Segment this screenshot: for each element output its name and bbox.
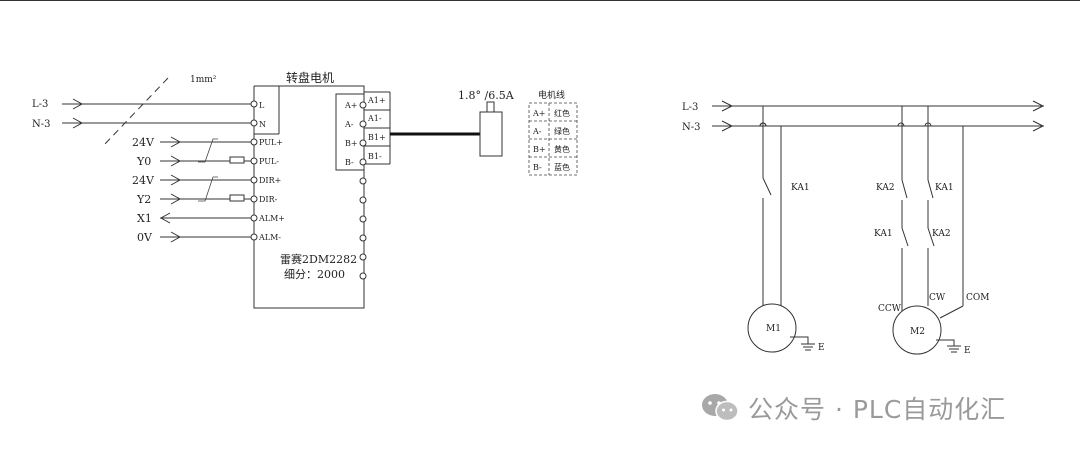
signal-label-0v: 0V (137, 231, 153, 244)
motor-terminal-b1-plus: B1+ (368, 133, 386, 142)
terminal-label-pul-plus: PUL+ (259, 138, 283, 147)
input-label-n3: N-3 (32, 119, 51, 130)
motor-terminal-a1-minus: A1- (367, 114, 382, 123)
output-label-b-plus: B+ (345, 139, 358, 148)
cable-row-1-terminal: A+ (532, 109, 545, 118)
cable-row-3-terminal: B+ (533, 145, 546, 154)
ground-label-m1: E (818, 343, 825, 353)
motor-m2 (892, 305, 942, 355)
contact-ka2-lower: KA2 (932, 229, 951, 239)
stepper-motor (479, 101, 503, 157)
terminal-n (250, 119, 258, 127)
terminal-label-pul-minus: PUL- (259, 157, 279, 166)
output-label-a-minus: A- (344, 120, 354, 129)
signal-label-24v-b: 24V (132, 174, 155, 187)
wire-gauge-label: 1mm² (190, 75, 217, 85)
output-terminal-block: A+ A- B+ B- A1+ A1- B1+ B1- (335, 91, 391, 171)
signal-label-y2: Y2 (136, 193, 151, 206)
driver-model: 雷赛2DM2282 (280, 252, 357, 266)
cable-table-title: 电机线 (538, 89, 565, 101)
cable-row-2-color: 绿色 (554, 126, 570, 136)
contact-ka1-upper: KA1 (935, 183, 954, 193)
cable-row-1-color: 红色 (554, 108, 570, 118)
input-label-l3: L-3 (32, 99, 48, 110)
signal-label-x1: X1 (137, 212, 152, 225)
cable-row-3-color: 黄色 (554, 144, 570, 154)
terminal-ccw: CCW (878, 304, 902, 314)
watermark-text: 公众号 · PLC自动化汇 (748, 395, 1007, 424)
contact-ka2-upper: KA2 (876, 183, 895, 193)
cable-color-table: 电机线 A+ 红色 A- 绿色 B+ 黄色 B- 蓝色 (528, 89, 578, 176)
terminal-label-dir-plus: DIR+ (259, 176, 281, 185)
cable-marker (102, 77, 169, 147)
microstep-setting: 细分：2000 (284, 268, 345, 281)
driver-right-terminals (359, 177, 367, 280)
contact-ka1-m1: KA1 (791, 183, 810, 193)
motor-m2-label: M2 (910, 327, 925, 337)
branch-m1: KA1 M1 E (747, 106, 825, 353)
output-label-a-plus: A+ (344, 101, 357, 110)
contact-ka1-lower: KA1 (874, 229, 893, 239)
twisted-pair-pul (198, 138, 218, 163)
terminal-label-alm-minus: ALM- (258, 233, 281, 242)
twisted-pair-dir (198, 176, 218, 202)
left-circuit: 转盘电机 1mm² L-3 N-3 L N 24V Y0 24V Y2 X1 0… (32, 70, 578, 309)
signal-inputs: 24V Y0 24V Y2 X1 0V (132, 136, 285, 244)
resistor-pul (229, 156, 245, 164)
right-circuit: L-3 N-3 KA1 M1 E (682, 100, 1045, 356)
resistor-dir (229, 194, 245, 202)
terminal-label-l: L (259, 101, 265, 110)
cable-row-4-color: 蓝色 (554, 162, 570, 172)
motor-terminal-a1-plus: A1+ (367, 96, 386, 105)
terminal-label-n: N (259, 120, 266, 129)
ground-label-m2: E (964, 346, 971, 356)
terminal-cw: CW (929, 293, 946, 303)
cable-row-2-terminal: A- (532, 127, 542, 136)
terminal-label-dir-minus: DIR- (259, 195, 278, 204)
watermark: 公众号 · PLC自动化汇 (700, 390, 1006, 426)
cable-row-4-terminal: B- (533, 163, 542, 172)
bus-label-l3: L-3 (682, 102, 698, 113)
terminal-label-alm-plus: ALM+ (258, 214, 285, 223)
signal-label-y0: Y0 (136, 155, 151, 168)
power-input: L-3 N-3 L N (32, 98, 266, 130)
branch-m2: KA2 KA1 KA1 KA2 CCW CW COM M2 E (874, 106, 989, 356)
motor-spec: 1.8° /6.5A (458, 89, 515, 102)
terminal-com: COM (966, 293, 989, 303)
bus-label-n3: N-3 (682, 122, 701, 133)
terminal-l (250, 100, 258, 108)
motor-title: 转盘电机 (286, 70, 334, 85)
signal-label-24v-a: 24V (132, 136, 155, 149)
wechat-icon (702, 394, 739, 422)
motor-m1 (747, 303, 797, 353)
motor-m1-label: M1 (766, 324, 781, 334)
output-label-b-minus: B- (345, 158, 354, 167)
motor-terminal-b1-minus: B1- (368, 152, 382, 161)
